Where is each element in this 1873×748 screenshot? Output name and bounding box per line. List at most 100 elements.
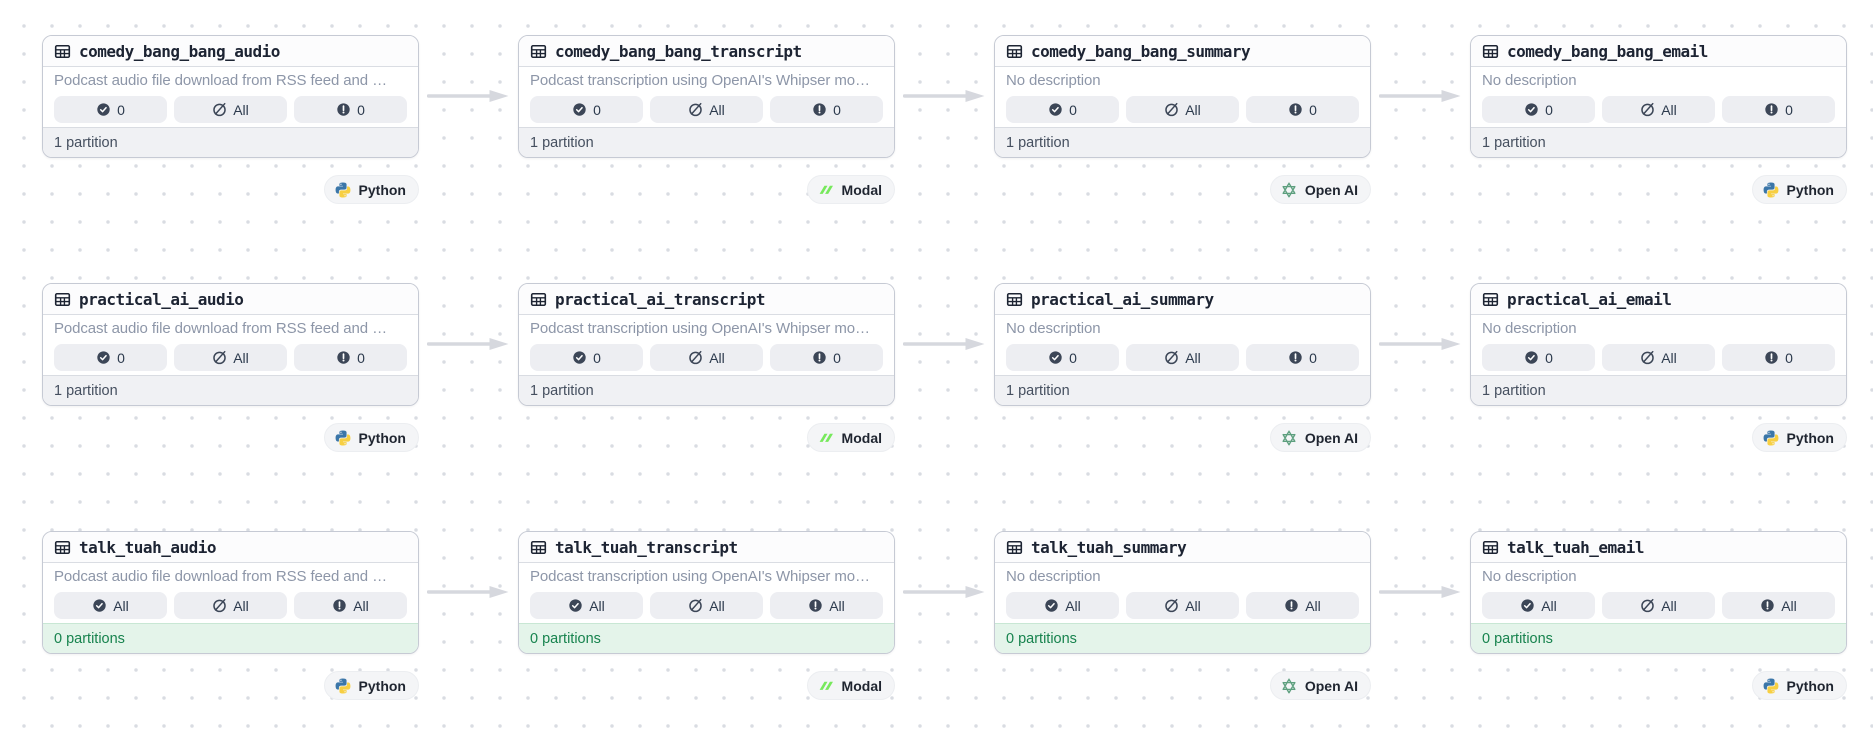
missing-count-badge[interactable]: All — [174, 592, 287, 619]
kind-tag-row: Open AI — [994, 423, 1371, 452]
kind-tag-python[interactable]: Python — [1751, 423, 1847, 452]
asset-node-header: comedy_bang_bang_audio — [43, 36, 418, 67]
kind-tag-python[interactable]: Python — [323, 671, 419, 700]
status-badge-row: 0 All 0 — [54, 96, 407, 123]
kind-tag-row: Python — [1470, 423, 1847, 452]
asset-description: Podcast audio file download from RSS fee… — [54, 72, 387, 89]
materialized-count-badge[interactable]: 0 — [1482, 96, 1595, 123]
kind-tag-row: Python — [1470, 175, 1847, 204]
missing-count-badge[interactable]: All — [650, 96, 763, 123]
failed-count: 0 — [833, 101, 841, 118]
asset-name: talk_tuah_transcript — [555, 537, 738, 557]
materialized-count: 0 — [1545, 101, 1553, 118]
status-badge-row: 0 All 0 — [530, 96, 883, 123]
materialized-count-badge[interactable]: All — [1482, 592, 1595, 619]
failed-count-badge[interactable]: 0 — [770, 96, 883, 123]
materialized-count-badge[interactable]: 0 — [530, 344, 643, 371]
materialized-count-badge[interactable]: All — [1006, 592, 1119, 619]
kind-tag-openai[interactable]: Open AI — [1269, 423, 1371, 452]
failed-count-badge[interactable]: 0 — [770, 344, 883, 371]
materialized-count-badge[interactable]: 0 — [1006, 344, 1119, 371]
asset-node-header: practical_ai_transcript — [519, 284, 894, 315]
partitions-count: 1 partition — [1482, 382, 1546, 399]
modal-logo-icon — [819, 433, 833, 442]
failed-count: 0 — [357, 349, 365, 366]
check-circle-icon — [1048, 102, 1063, 117]
asset-description: No description — [1006, 320, 1101, 337]
kind-tag-openai[interactable]: Open AI — [1269, 175, 1371, 204]
table-icon — [1482, 292, 1499, 306]
asset-node[interactable]: practical_ai_email No description 0 All — [1470, 283, 1847, 406]
failed-count-badge[interactable]: All — [770, 592, 883, 619]
failed-count-badge[interactable]: 0 — [294, 96, 407, 123]
kind-tag-python[interactable]: Python — [1751, 671, 1847, 700]
missing-count-badge[interactable]: All — [1602, 96, 1715, 123]
alert-circle-icon — [1764, 350, 1779, 365]
kind-tag-modal[interactable]: Modal — [806, 423, 895, 452]
failed-count-badge[interactable]: 0 — [1246, 96, 1359, 123]
missing-count-badge[interactable]: All — [1602, 592, 1715, 619]
kind-tag-python[interactable]: Python — [1751, 175, 1847, 204]
materialized-count-badge[interactable]: 0 — [1006, 96, 1119, 123]
materialized-count-badge[interactable]: 0 — [54, 96, 167, 123]
failed-count-badge[interactable]: 0 — [1722, 96, 1835, 123]
kind-tag-python[interactable]: Python — [323, 423, 419, 452]
slash-circle-icon — [689, 598, 702, 613]
asset-node[interactable]: practical_ai_transcript Podcast transcri… — [518, 283, 895, 406]
materialized-count-badge[interactable]: All — [54, 592, 167, 619]
asset-node[interactable]: practical_ai_summary No description 0 Al… — [994, 283, 1371, 406]
asset-node[interactable]: comedy_bang_bang_audio Podcast audio fil… — [42, 35, 419, 158]
missing-count-badge[interactable]: All — [1126, 592, 1239, 619]
status-badge-row: 0 All 0 — [54, 344, 407, 371]
asset-node[interactable]: talk_tuah_transcript Podcast transcripti… — [518, 531, 895, 654]
python-logo-icon — [335, 678, 350, 693]
failed-count-badge[interactable]: All — [1722, 592, 1835, 619]
edge-gap — [895, 283, 994, 531]
kind-tag-row: Python — [42, 423, 419, 452]
asset-node[interactable]: practical_ai_audio Podcast audio file do… — [42, 283, 419, 406]
missing-count-badge[interactable]: All — [1126, 344, 1239, 371]
missing-count-badge[interactable]: All — [650, 344, 763, 371]
missing-count-badge[interactable]: All — [1602, 344, 1715, 371]
kind-tag-python[interactable]: Python — [323, 175, 419, 204]
kind-tag-openai[interactable]: Open AI — [1269, 671, 1371, 700]
kind-tag-modal[interactable]: Modal — [806, 175, 895, 204]
slash-circle-icon — [213, 350, 226, 365]
partitions-count: 0 partitions — [54, 630, 125, 647]
kind-tag-row: Modal — [518, 671, 895, 700]
failed-count-badge[interactable]: 0 — [1246, 344, 1359, 371]
failed-count-badge[interactable]: All — [294, 592, 407, 619]
missing-count-badge[interactable]: All — [1126, 96, 1239, 123]
alert-circle-icon — [1288, 350, 1303, 365]
asset-node[interactable]: comedy_bang_bang_email No description 0 … — [1470, 35, 1847, 158]
materialized-count: 0 — [1545, 349, 1553, 366]
missing-count-badge[interactable]: All — [650, 592, 763, 619]
partitions-count: 0 partitions — [1482, 630, 1553, 647]
failed-count-badge[interactable]: All — [1246, 592, 1359, 619]
edge-gap — [895, 35, 994, 283]
status-badge-row: All All All — [530, 592, 883, 619]
asset-node-body: No description All All All — [1471, 563, 1846, 623]
asset-node-header: comedy_bang_bang_summary — [995, 36, 1370, 67]
materialized-count-badge[interactable]: All — [530, 592, 643, 619]
asset-node[interactable]: talk_tuah_summary No description All All — [994, 531, 1371, 654]
materialized-count-badge[interactable]: 0 — [54, 344, 167, 371]
missing-count-badge[interactable]: All — [174, 96, 287, 123]
asset-node[interactable]: comedy_bang_bang_transcript Podcast tran… — [518, 35, 895, 158]
materialized-count-badge[interactable]: 0 — [530, 96, 643, 123]
asset-name: comedy_bang_bang_summary — [1031, 41, 1251, 61]
failed-count: 0 — [1309, 101, 1317, 118]
openai-logo-icon — [1282, 678, 1296, 693]
materialized-count: All — [1541, 597, 1557, 614]
missing-count-badge[interactable]: All — [174, 344, 287, 371]
asset-node[interactable]: talk_tuah_email No description All All — [1470, 531, 1847, 654]
materialized-count-badge[interactable]: 0 — [1482, 344, 1595, 371]
failed-count-badge[interactable]: 0 — [294, 344, 407, 371]
asset-node[interactable]: comedy_bang_bang_summary No description … — [994, 35, 1371, 158]
python-logo-icon — [1763, 430, 1778, 445]
failed-count-badge[interactable]: 0 — [1722, 344, 1835, 371]
kind-tag-modal[interactable]: Modal — [806, 671, 895, 700]
asset-card-cell: comedy_bang_bang_summary No description … — [994, 35, 1371, 283]
asset-node[interactable]: talk_tuah_audio Podcast audio file downl… — [42, 531, 419, 654]
